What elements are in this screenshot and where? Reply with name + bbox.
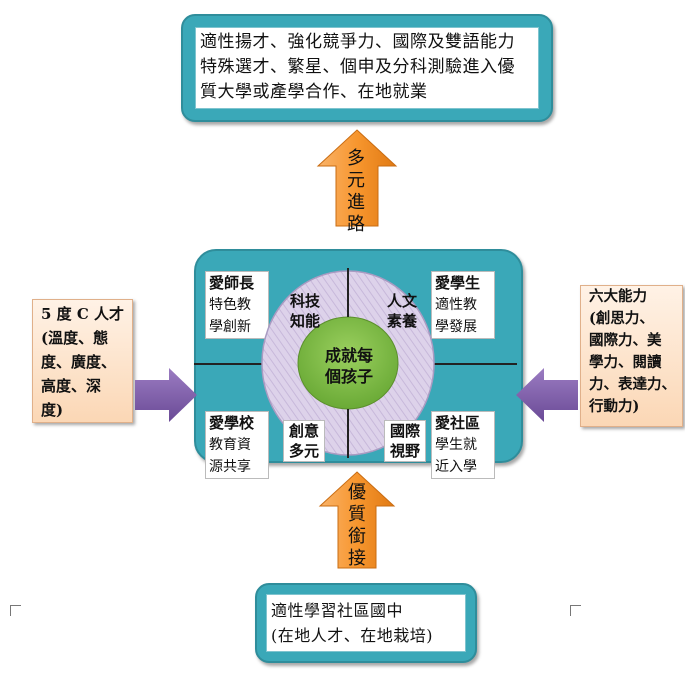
- ring-bottom-right-label: 國際 視野: [384, 420, 426, 462]
- quad-bottom-right-title: 愛社區: [435, 414, 481, 432]
- left-talent-line-4: 高度、深: [41, 377, 102, 395]
- quad-bottom-left-line-1: 教育資: [209, 437, 251, 453]
- top-outcome-line-3: 質大學或產學合作、在地就業: [200, 82, 428, 102]
- quad-top-left: 愛師長 特色教 學創新: [205, 271, 269, 339]
- bottom-school-panel: 適性學習社區國中 (在地人才、在地栽培): [266, 594, 466, 652]
- ring-bottom-left-line-1: 創意: [288, 422, 319, 440]
- quad-top-left-title: 愛師長: [209, 274, 255, 292]
- ring-top-left-label: 科技 知能: [285, 291, 325, 331]
- bottom-up-arrow: [318, 471, 396, 569]
- top-outcome-box: 適性揚才、強化競爭力、國際及雙語能力 特殊選才、繁星、個申及分科測驗進入優 質大…: [181, 14, 553, 122]
- corner-mark-right: [570, 605, 581, 616]
- right-abilities-line-4: 學力、閱讀: [589, 354, 662, 371]
- ring-top-right-line-2: 素養: [386, 312, 417, 330]
- top-outcome-line-1: 適性揚才、強化競爭力、國際及雙語能力: [200, 32, 515, 52]
- left-talent-line-3: 度、廣度、: [41, 353, 117, 371]
- quad-bottom-right-line-1: 學生就: [435, 437, 477, 453]
- bottom-arrow-label-char-1: 優: [348, 482, 366, 503]
- bottom-arrow-label-char-2: 質: [348, 504, 366, 525]
- bottom-arrow-label-char-4: 接: [348, 548, 366, 569]
- core-line-1: 成就每: [324, 346, 373, 365]
- left-talent-box: 5 度 C 人才 (溫度、態 度、廣度、 高度、深 度): [32, 299, 133, 423]
- ring-bottom-left-label: 創意 多元: [283, 420, 325, 462]
- quad-top-right-title: 愛學生: [435, 274, 481, 292]
- quad-bottom-left: 愛學校 教育資 源共享: [205, 411, 269, 479]
- quad-bottom-left-line-2: 源共享: [209, 459, 251, 475]
- quad-top-right: 愛學生 適性教 學發展: [431, 271, 495, 339]
- left-talent-line-1: 5 度 C 人才: [41, 305, 125, 323]
- ring-bottom-right-line-2: 視野: [389, 442, 420, 460]
- values-ring: [261, 268, 435, 458]
- top-outcome-panel: 適性揚才、強化競爭力、國際及雙語能力 特殊選才、繁星、個申及分科測驗進入優 質大…: [195, 27, 539, 109]
- bottom-school-box: 適性學習社區國中 (在地人才、在地栽培): [255, 583, 477, 663]
- left-talent-line-2: (溫度、態: [41, 329, 109, 347]
- right-arrow: [516, 368, 578, 422]
- right-abilities-line-3: 國際力、美: [589, 332, 662, 349]
- quad-top-right-line-1: 適性教: [435, 297, 477, 313]
- left-talent-line-5: 度): [41, 401, 64, 419]
- ring-top-left-line-1: 科技: [289, 292, 320, 310]
- quad-top-right-line-2: 學發展: [435, 319, 477, 335]
- left-arrow: [135, 368, 197, 422]
- ring-top-left-line-2: 知能: [289, 312, 320, 330]
- right-abilities-box: 六大能力 (創思力、 國際力、美 學力、閱讀 力、表達力、 行動力): [580, 285, 683, 427]
- right-abilities-line-2: (創思力、: [589, 310, 654, 327]
- quad-top-left-line-2: 學創新: [209, 319, 251, 335]
- bottom-school-line-2: (在地人才、在地栽培): [271, 626, 433, 645]
- corner-mark-left: [10, 605, 21, 616]
- up-arrow-label-char-1: 多: [347, 148, 365, 169]
- ring-bottom-right-line-1: 國際: [389, 422, 420, 440]
- right-abilities-line-6: 行動力): [589, 398, 640, 415]
- right-abilities-line-5: 力、表達力、: [589, 376, 676, 393]
- quad-top-left-line-1: 特色教: [209, 297, 251, 313]
- bottom-arrow-label-char-3: 銜: [348, 526, 366, 547]
- core-label: 成就每 個孩子: [318, 345, 380, 387]
- bottom-school-line-1: 適性學習社區國中: [271, 601, 404, 620]
- bottom-arrow-label: 優質銜接: [345, 482, 369, 570]
- up-arrow-label: 多元進路: [344, 148, 368, 236]
- right-abilities-line-1: 六大能力: [589, 288, 647, 305]
- up-arrow-label-char-3: 進: [347, 192, 365, 213]
- ring-top-right-line-1: 人文: [386, 292, 417, 310]
- quad-bottom-right: 愛社區 學生就 近入學: [431, 411, 495, 479]
- up-arrow-label-char-2: 元: [347, 170, 365, 191]
- top-outcome-line-2: 特殊選才、繁星、個申及分科測驗進入優: [200, 57, 515, 77]
- quad-bottom-left-title: 愛學校: [209, 414, 255, 432]
- quad-bottom-right-line-2: 近入學: [435, 459, 477, 475]
- up-arrow: [316, 129, 398, 227]
- core-line-2: 個孩子: [324, 367, 373, 386]
- ring-bottom-left-line-2: 多元: [288, 442, 319, 460]
- ring-top-right-label: 人文 素養: [382, 291, 422, 331]
- up-arrow-label-char-4: 路: [347, 214, 365, 235]
